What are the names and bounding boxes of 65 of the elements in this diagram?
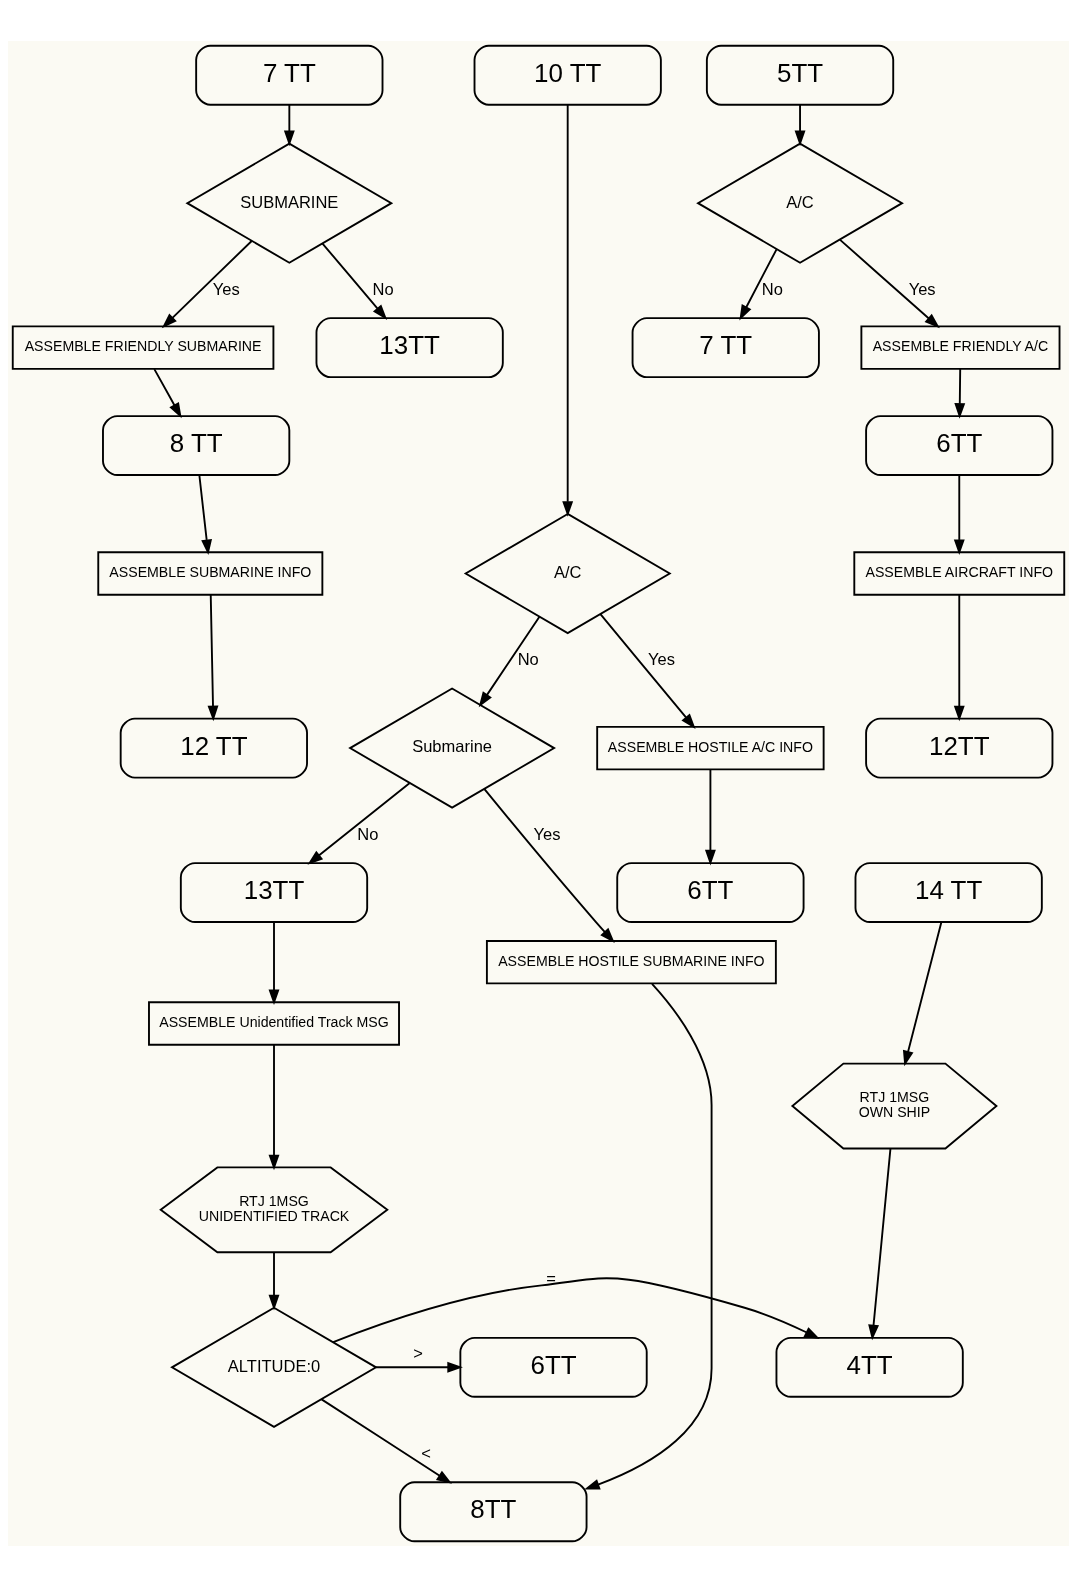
arrow [794,103,806,146]
node-box: ASSEMBLE FRIENDLY SUBMARINE [11,325,275,370]
edge-label: Yes [533,824,561,843]
edge-label: = [546,1268,556,1287]
edge-label: > [413,1343,424,1362]
edge-label: Yes [212,279,240,298]
arrow [198,473,213,555]
node-box: ASSEMBLE AIRCRAFT INFO [853,550,1066,596]
arrow [268,920,280,1005]
arrow [268,1251,280,1310]
node-box: 14 TT [854,861,1043,923]
edge-label: Yes [648,649,675,668]
node-box: ASSEMBLE SUBMARINE INFO [97,550,324,596]
arrow [584,982,713,1490]
node-box: ASSEMBLE FRIENDLY A/C [860,325,1061,370]
arrow [599,612,696,729]
arrow [483,787,615,943]
node-diamond: SUBMARINE [185,142,394,264]
edge-label: No [517,649,539,668]
edge-label: No [372,279,394,298]
arrow [868,1147,892,1340]
arrow [478,615,541,707]
node-diamond: A/C [696,142,904,264]
node-box: 10 TT [473,44,662,106]
arrow [953,473,965,555]
arrow [283,103,295,146]
arrow [268,1043,280,1170]
node-box: 4TT [775,1336,964,1398]
node-box: 8 TT [102,414,291,476]
arrow [739,247,778,320]
node-diamond: A/C [463,512,672,634]
node-box: 8TT [399,1480,588,1542]
arrow [375,1361,463,1373]
node-diamond: Submarine [348,686,556,809]
node-box: ASSEMBLE Unidentified Track MSG [148,1000,400,1046]
arrow [953,593,965,721]
arrow [704,767,716,865]
node-box: 6TT [616,861,805,923]
node-box: 12 TT [119,717,308,779]
node-box: 6TT [865,414,1054,476]
arrow [153,367,182,418]
node-box: 7 TT [631,316,820,378]
node-box: ASSEMBLE HOSTILE A/C INFO [596,725,825,770]
edge-label: No [357,824,379,843]
arrow [320,1397,452,1484]
arrow [562,103,574,517]
arrow [954,367,966,419]
node-box: 13TT [179,861,369,923]
arrow [207,593,219,721]
node-box: ASSEMBLE HOSTILE SUBMARINE INFO [485,939,777,984]
arrow [839,238,940,328]
edge-label: < [421,1443,431,1462]
node-box: 7 TT [195,44,384,106]
node-box: 12TT [865,717,1054,779]
arrow [332,1276,820,1343]
arrow [321,242,388,320]
node-box: 6TT [459,1336,648,1398]
node-box: 5TT [705,44,895,106]
arrow [161,239,253,328]
node-box: 13TT [315,316,504,378]
edge-label: Yes [908,279,936,298]
arrow [902,920,943,1066]
node-diamond: ALTITUDE:0 [170,1306,378,1428]
arrow [307,781,411,865]
edge-label: No [761,279,783,298]
